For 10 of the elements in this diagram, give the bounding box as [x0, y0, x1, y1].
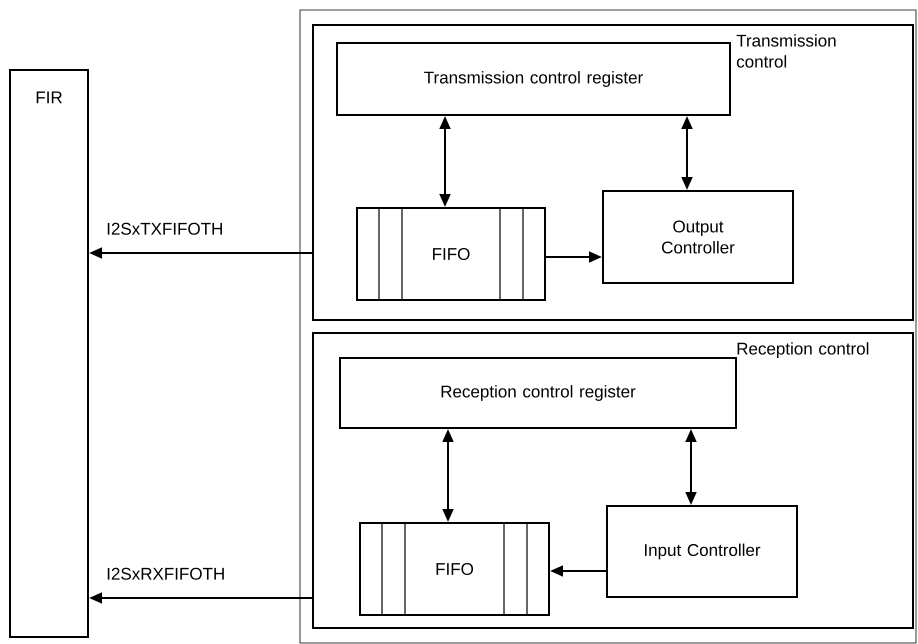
process-box: Reception control register	[339, 357, 737, 429]
block-box: FIR	[9, 69, 89, 638]
edge-label: I2SxTXFIFOTH	[108, 222, 222, 235]
edge-label: I2SxRXFIFOTH	[108, 568, 224, 580]
process-box: Transmission control register	[336, 42, 731, 116]
fifo-buffer: FIFO	[356, 207, 546, 301]
fifo-buffer: FIFO	[359, 522, 550, 616]
enclosure-box	[300, 10, 916, 644]
process-box: Input Controller	[606, 505, 798, 598]
process-box: Output Controller	[602, 190, 794, 284]
